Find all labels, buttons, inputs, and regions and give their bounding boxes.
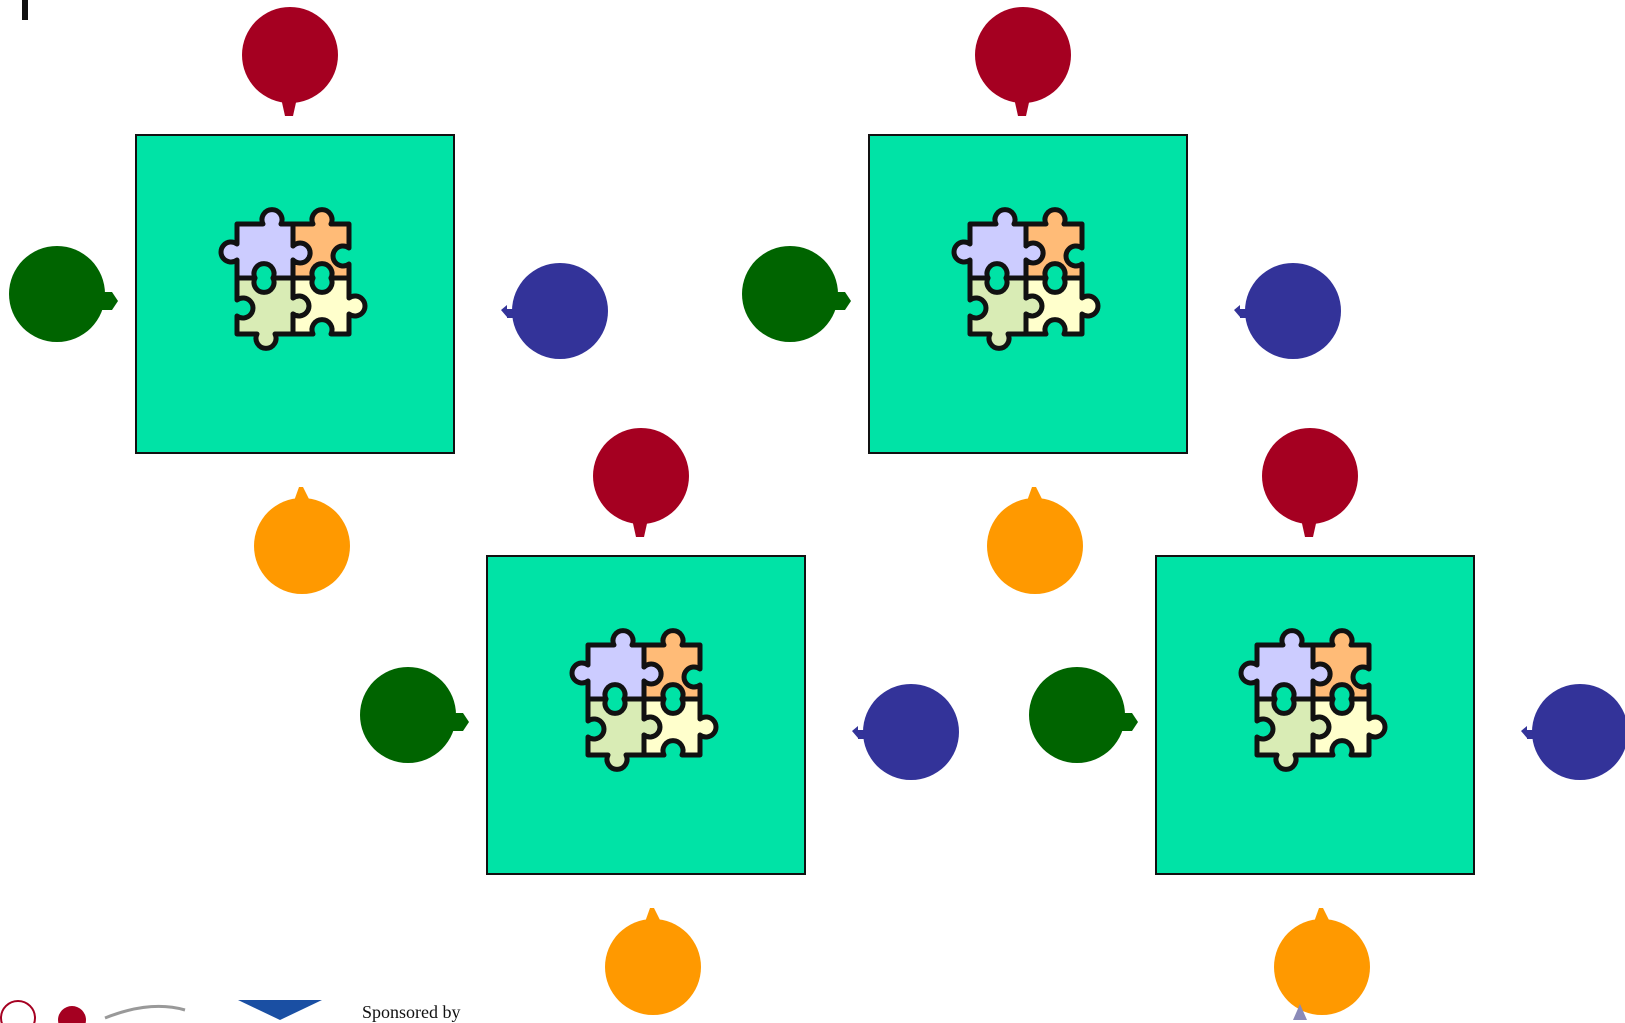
block-4-top-connector[interactable]	[1250, 421, 1370, 541]
block-2-bottom-connector[interactable]	[975, 481, 1095, 601]
block-2-bottom-connector-circle	[987, 498, 1083, 594]
sponsor-shield-logo	[238, 998, 322, 1020]
block-4-left-connector-circle	[1029, 667, 1125, 763]
block-4-bottom-connector[interactable]	[1262, 902, 1382, 1022]
block-1-right-connector-circle	[512, 263, 608, 359]
block-1-bottom-connector[interactable]	[242, 481, 362, 601]
swoosh-logo-icon	[105, 1006, 185, 1018]
sponsor-logo-right	[1285, 1004, 1315, 1020]
block-2-top-connector[interactable]	[963, 0, 1083, 120]
block-3-left-connector-circle	[360, 667, 456, 763]
puzzle-pieces-icon	[566, 615, 721, 780]
block-3-left-connector[interactable]	[351, 655, 471, 775]
block-2-left-connector-circle	[742, 246, 838, 342]
block-2-right-connector-circle	[1245, 263, 1341, 359]
component-block-4[interactable]	[1155, 555, 1475, 875]
block-2-top-connector-circle	[975, 7, 1071, 103]
block-1-left-connector-circle	[9, 246, 105, 342]
block-3-right-connector[interactable]	[844, 672, 964, 792]
university-logo-icon	[58, 1006, 86, 1023]
puzzle-pieces-icon	[948, 194, 1103, 359]
emblem-logo-icon	[1293, 1004, 1307, 1020]
block-4-top-connector-circle	[1262, 428, 1358, 524]
block-1-top-connector[interactable]	[230, 0, 350, 120]
puzzle-pieces-icon	[1235, 615, 1390, 780]
block-1-bottom-connector-circle	[254, 498, 350, 594]
block-4-left-connector[interactable]	[1020, 655, 1140, 775]
block-3-bottom-connector-circle	[605, 919, 701, 1015]
block-1-left-connector[interactable]	[0, 234, 120, 354]
block-4-right-connector-circle	[1532, 684, 1625, 780]
shield-logo-icon	[238, 1000, 322, 1020]
block-1-right-connector[interactable]	[493, 251, 613, 371]
component-block-2[interactable]	[868, 134, 1188, 454]
corner-bar-mark	[22, 0, 28, 20]
block-3-right-connector-circle	[863, 684, 959, 780]
block-1-top-connector-circle	[242, 7, 338, 103]
sponsor-logos-left	[0, 998, 200, 1020]
block-4-right-connector[interactable]	[1513, 672, 1625, 792]
component-block-3[interactable]	[486, 555, 806, 875]
block-4-bottom-connector-circle	[1274, 919, 1370, 1015]
component-block-1[interactable]	[135, 134, 455, 454]
puzzle-pieces-icon	[215, 194, 370, 359]
block-3-top-connector-circle	[593, 428, 689, 524]
block-3-bottom-connector[interactable]	[593, 902, 713, 1022]
block-3-top-connector[interactable]	[581, 421, 701, 541]
block-2-right-connector[interactable]	[1226, 251, 1346, 371]
block-2-left-connector[interactable]	[733, 234, 853, 354]
